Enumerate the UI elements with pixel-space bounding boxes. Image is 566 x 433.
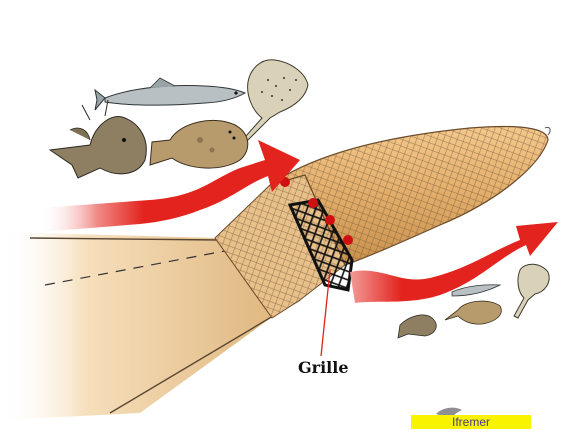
- float-2: [308, 198, 318, 208]
- monkfish-icon: [50, 100, 146, 178]
- float-4: [343, 235, 353, 245]
- roundfish-icon: [95, 78, 245, 110]
- ifremer-credit-text: Ifremer: [452, 414, 490, 430]
- grille-label: Grille: [298, 358, 349, 377]
- flatfish-icon: [150, 120, 248, 168]
- ifremer-credit: Ifremer: [411, 415, 531, 429]
- float-3: [325, 215, 335, 225]
- ray-icon: [238, 60, 308, 148]
